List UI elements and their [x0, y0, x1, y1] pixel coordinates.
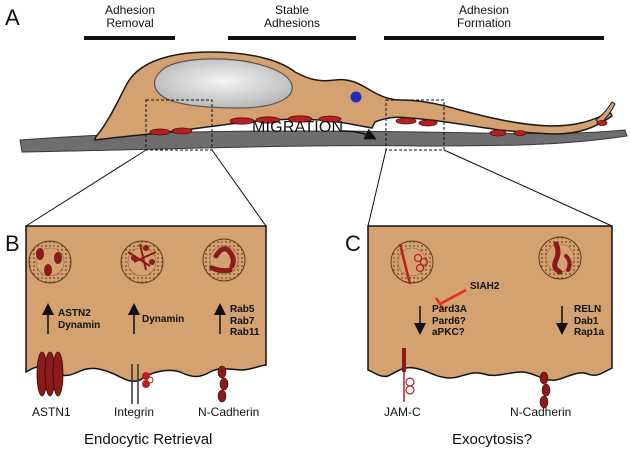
- caption-exocytosis: Exocytosis?: [452, 431, 533, 448]
- panel-b-col2-list: Dynamin: [142, 314, 185, 325]
- trailing-process: [595, 101, 616, 125]
- label-n-cadherin-c: N-Cadherin: [510, 405, 572, 419]
- zoom-line-b-left: [25, 149, 147, 227]
- panel-label-a: A: [5, 5, 20, 30]
- endosome-b1: [28, 240, 72, 284]
- label-siah2: SIAH2: [470, 281, 500, 292]
- label-n-cadherin-b: N-Cadherin: [198, 405, 260, 419]
- nucleus: [154, 58, 293, 109]
- endosome-c1: [390, 240, 434, 285]
- down-arrows-c: [414, 306, 568, 335]
- siah2-inhibition: [439, 288, 467, 306]
- zoom-box-left: [145, 99, 213, 151]
- n-cadherin-protein-c: [539, 371, 551, 409]
- zoom-line-c-right: [443, 149, 613, 227]
- panel-label-b: B: [5, 231, 20, 256]
- endosome-b3: [202, 238, 246, 282]
- migration-arrow: [341, 128, 377, 140]
- zoom-box-right: [385, 99, 445, 151]
- radial-fiber: [19, 129, 628, 153]
- label-jam-c: JAM-C: [384, 405, 421, 419]
- siah2-inhibition-bar: [434, 297, 446, 311]
- migration-label: MIGRATION: [252, 119, 344, 136]
- integrin-protein: [131, 364, 154, 404]
- panel-label-c: C: [345, 231, 361, 256]
- adhesion-clusters: [149, 115, 608, 137]
- label-astn1: ASTN1: [32, 405, 71, 419]
- endosome-c2: [538, 236, 582, 280]
- caption-endocytic-retrieval: Endocytic Retrieval: [84, 431, 213, 448]
- astn1-protein: [36, 351, 64, 397]
- zoom-line-b-right: [211, 149, 267, 227]
- up-arrows-b: [42, 303, 226, 334]
- jam-c-protein: [402, 348, 415, 402]
- label-integrin: Integrin: [114, 405, 155, 419]
- centrosome: [350, 91, 362, 103]
- endosome-b2: [120, 240, 164, 284]
- zoom-line-c-left: [367, 149, 387, 227]
- n-cadherin-protein-b: [217, 365, 229, 403]
